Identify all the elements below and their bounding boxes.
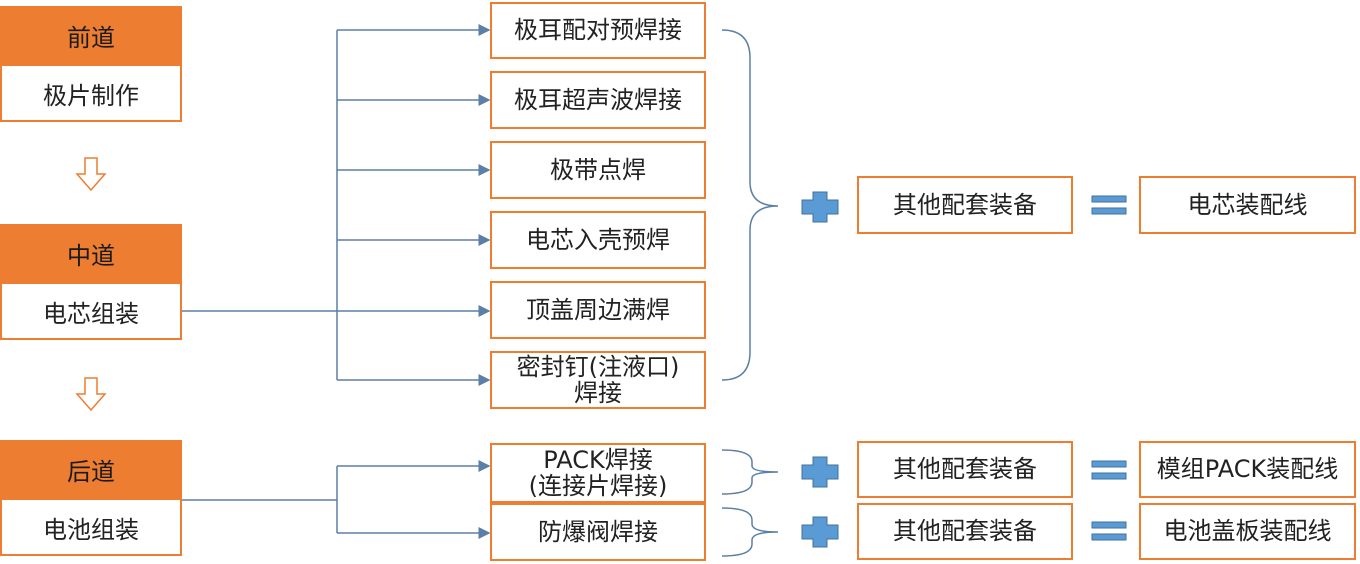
plus-icon [801, 516, 839, 548]
process-box: 密封钉(注液口) 焊接 [490, 351, 706, 409]
process-box: 极带点焊 [490, 141, 706, 199]
stage-back-head: 后道 [0, 440, 182, 498]
equipment-box: 其他配套装备 [857, 503, 1073, 560]
equals-icon [1091, 460, 1127, 468]
down-arrow-icon [75, 157, 107, 192]
stage-middle-head: 中道 [0, 224, 182, 282]
result-box: 模组PACK装配线 [1139, 441, 1356, 498]
equipment-box: 其他配套装备 [857, 176, 1073, 234]
equipment-box: 其他配套装备 [857, 441, 1073, 498]
braces [721, 29, 779, 557]
process-box: 极耳超声波焊接 [490, 71, 706, 129]
stage-middle-body: 电芯组装 [0, 282, 182, 340]
result-box: 电池盖板装配线 [1139, 503, 1356, 560]
process-box: 顶盖周边满焊 [490, 281, 706, 339]
plus-icon [801, 191, 839, 223]
down-arrow-icon [75, 377, 107, 412]
stage-front-body: 极片制作 [0, 64, 182, 122]
plus-icons [801, 191, 839, 548]
equals-icons [1091, 195, 1127, 541]
equals-icon [1091, 521, 1127, 529]
equals-icon [1091, 195, 1127, 203]
process-box: PACK焊接 (连接片焊接) [490, 443, 706, 503]
down-arrows [75, 157, 107, 412]
stage-front-head: 前道 [0, 6, 182, 64]
process-box: 防爆阀焊接 [490, 503, 706, 561]
process-box: 电芯入壳预焊 [490, 211, 706, 269]
plus-icon [801, 456, 839, 488]
stage-back-body: 电池组装 [0, 498, 182, 556]
process-box: 极耳配对预焊接 [490, 2, 706, 59]
result-box: 电芯装配线 [1139, 176, 1356, 234]
